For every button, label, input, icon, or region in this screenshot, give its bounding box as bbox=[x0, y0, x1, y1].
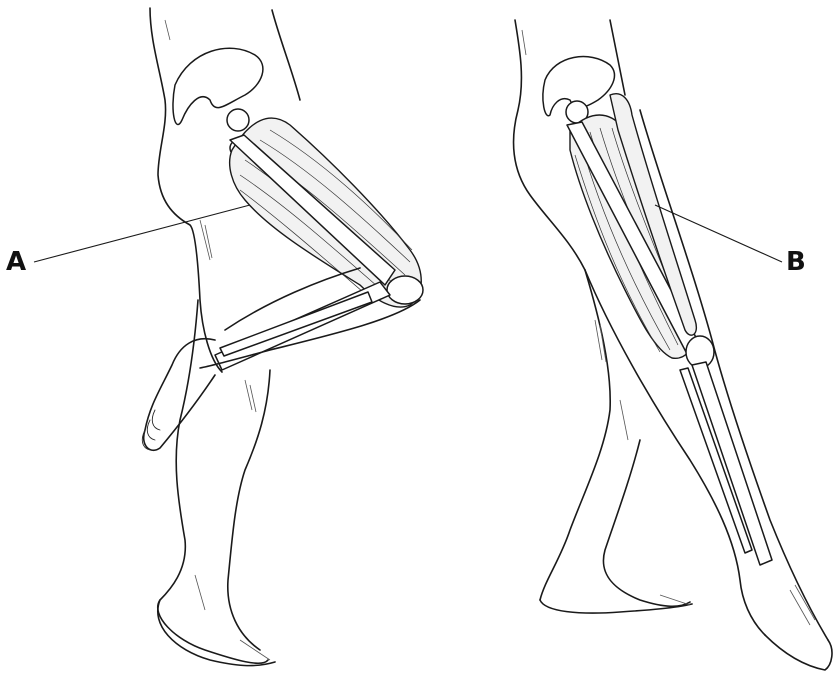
right-forward-foot bbox=[765, 635, 832, 670]
left-standing-leg-back bbox=[228, 370, 270, 650]
left-raised-foot bbox=[144, 339, 215, 451]
label-a: A bbox=[6, 249, 26, 275]
left-pelvis bbox=[173, 48, 263, 124]
right-back-leg-rear bbox=[603, 440, 690, 606]
left-fibula bbox=[220, 292, 372, 356]
label-b: B bbox=[786, 249, 806, 275]
leader-line-a bbox=[34, 205, 250, 262]
left-hip-joint bbox=[227, 109, 249, 131]
right-back-leg-front bbox=[540, 270, 610, 600]
left-knee-cap bbox=[387, 276, 423, 304]
left-back-outline bbox=[272, 10, 300, 100]
left-leg-figure bbox=[142, 8, 423, 666]
right-tibia bbox=[692, 362, 772, 565]
right-leg-figure bbox=[514, 20, 832, 670]
left-standing-foot bbox=[158, 600, 275, 666]
right-forward-leg-front bbox=[640, 110, 828, 640]
